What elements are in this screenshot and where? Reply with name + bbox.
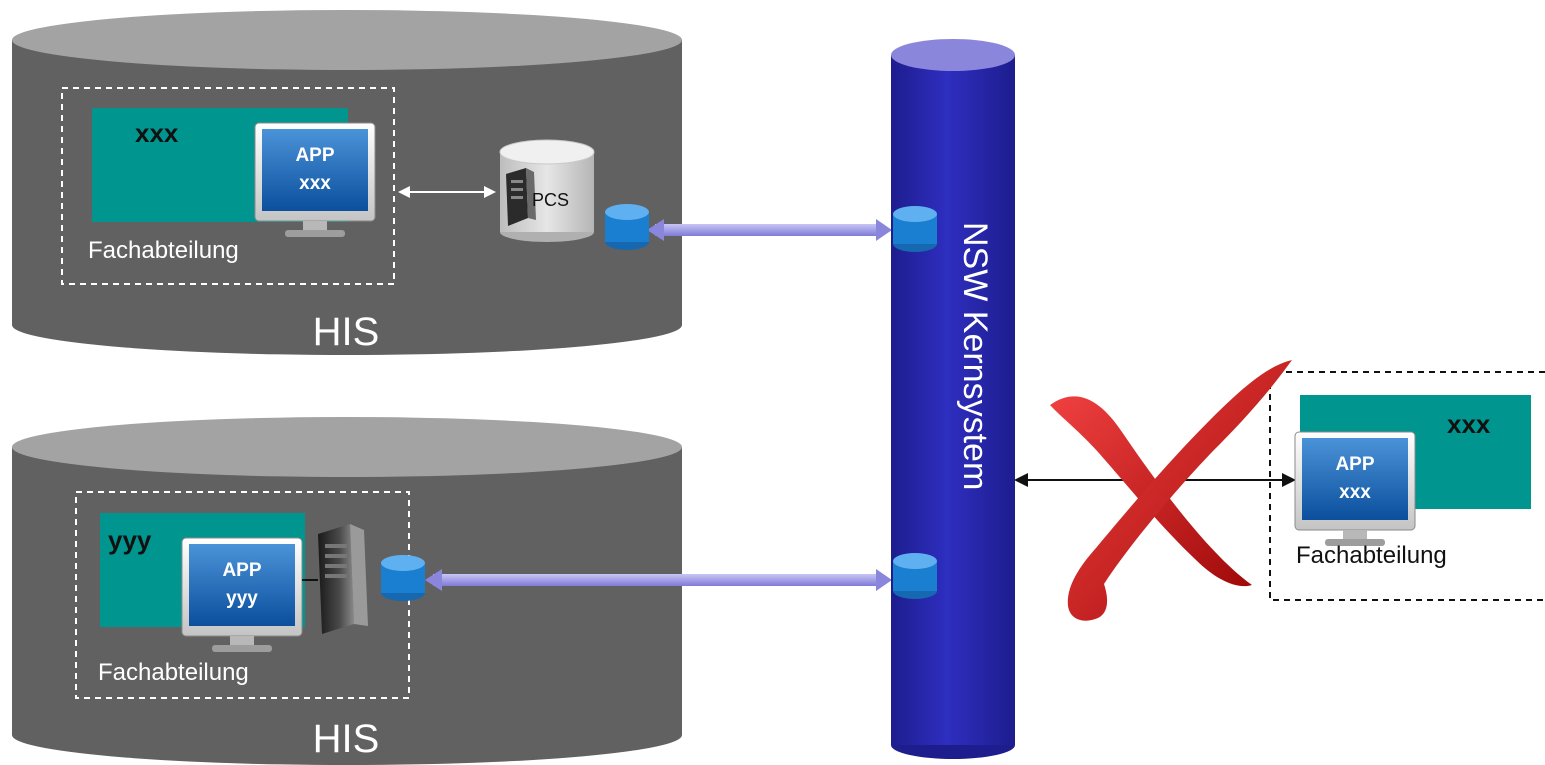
- app-code-bottom: yyy: [108, 525, 152, 555]
- monitor-title-bottom: APP: [222, 560, 261, 581]
- department-label-bottom: Fachabteilung: [98, 659, 249, 686]
- nsw-bus-cylinder: NSW Kernsystem: [891, 39, 1015, 759]
- database-icon: [893, 553, 937, 599]
- bus-label: NSW Kernsystem: [956, 222, 994, 490]
- department-label-external: Fachabteilung: [1296, 542, 1447, 569]
- connector-pipe-top: [647, 219, 892, 241]
- his-label-top: HIS: [313, 310, 380, 354]
- monitor-icon: APP xxx: [1294, 431, 1416, 547]
- monitor-code-bottom: yyy: [226, 588, 258, 609]
- database-icon: [605, 204, 649, 250]
- connector-pipe-bottom: [425, 569, 892, 591]
- pcs-database-icon: PCS: [499, 139, 595, 242]
- app-code-external: xxx: [1447, 409, 1491, 439]
- department-label-top: Fachabteilung: [88, 237, 239, 264]
- red-x-icon: [1050, 360, 1292, 621]
- database-icon: [893, 206, 937, 252]
- monitor-code-top: xxx: [299, 173, 331, 194]
- department-box-top: xxx APP xxx Fachabteilung: [61, 87, 395, 285]
- app-code-top: xxx: [135, 118, 179, 148]
- monitor-title-external: APP: [1335, 454, 1374, 475]
- monitor-title-top: APP: [295, 145, 334, 166]
- monitor-icon: APP yyy: [181, 537, 303, 653]
- connector-arrow-pcs: [398, 186, 496, 198]
- database-icon: [381, 555, 425, 601]
- monitor-code-external: xxx: [1339, 482, 1371, 503]
- monitor-icon: APP xxx: [254, 122, 376, 238]
- his-label-bottom: HIS: [313, 717, 380, 761]
- department-box-bottom: yyy APP yyy Fachabteilung: [75, 491, 410, 699]
- department-box-external: xxx APP xxx Fachabteilung: [1269, 371, 1545, 601]
- server-icon: [506, 168, 536, 226]
- pcs-label: PCS: [532, 190, 569, 210]
- server-icon: [318, 524, 368, 634]
